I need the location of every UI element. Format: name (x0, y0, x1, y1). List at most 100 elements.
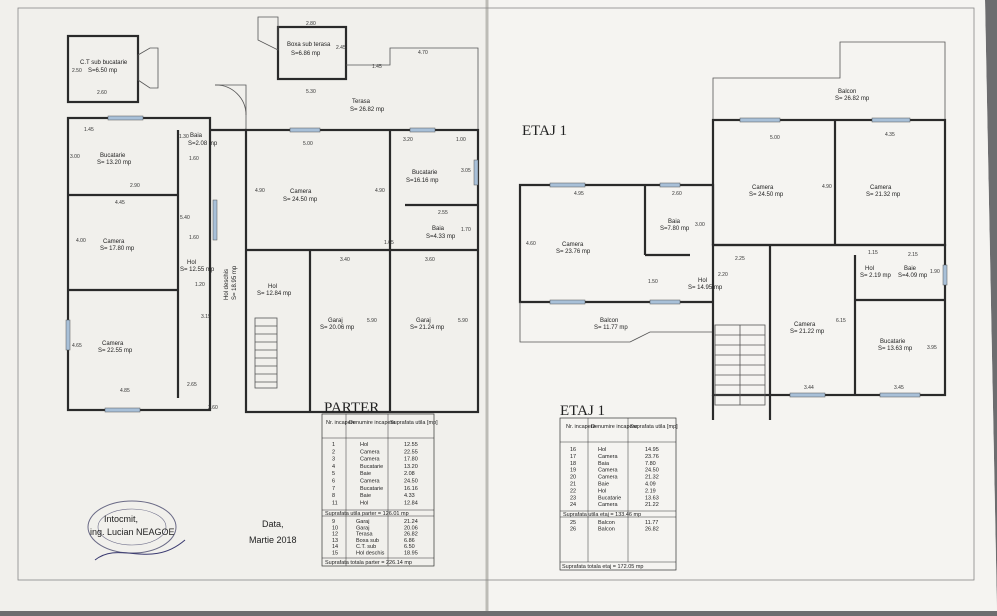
dimension: 4.90 (822, 184, 832, 190)
room-name: Hol (698, 278, 707, 284)
table-cell-nr: 26 (570, 527, 576, 533)
upper-bottom-walls (711, 243, 947, 397)
room-name: Bucatarie (100, 153, 126, 159)
dimension: 5.40 (180, 215, 190, 221)
dimension: 3.00 (70, 154, 80, 160)
dimension: 3.15 (201, 314, 211, 320)
date-label: Data, (262, 519, 284, 529)
room-area: S=16.16 mp (406, 178, 439, 184)
room-name: Camera (752, 185, 774, 191)
room-name: Camera (870, 185, 892, 191)
room-name: Baia (190, 133, 203, 139)
dimension: 5.90 (458, 318, 468, 324)
table-cell-area: 22.55 (404, 449, 418, 455)
dimension: 4.00 (76, 238, 86, 244)
table-cell-name: Hol (360, 442, 368, 448)
room-area: S=4.09 mp (898, 273, 928, 279)
parter-total: Suprafata totala parter = 226.14 mp (325, 560, 412, 566)
dimension: 1.65 (384, 240, 394, 246)
upper-staircase (714, 324, 766, 406)
dimension: 2.20 (718, 272, 728, 278)
room-name: Camera (103, 239, 125, 245)
table-cell-area: 14.95 (645, 447, 659, 453)
room-area: S= 20.06 mp (320, 325, 355, 331)
room-area: S= 24.50 mp (283, 197, 318, 203)
dimension: 4.90 (255, 188, 265, 194)
dimension: 5.90 (367, 318, 377, 324)
dimension: 2.65 (187, 382, 197, 388)
balcony-26-outline (712, 41, 946, 120)
table-cell-nr: 6 (332, 479, 335, 485)
room-area: S= 21.32 mp (866, 192, 901, 198)
table-cell-name: Baie (598, 482, 609, 488)
table-cell-area: 12.55 (404, 442, 418, 448)
etaj-table-title: ETAJ 1 (560, 403, 605, 419)
dimension: 4.35 (885, 132, 895, 138)
table-cell-name: Camera (360, 449, 381, 455)
dimension: 6.15 (836, 318, 846, 324)
dimension: 1.00 (456, 137, 466, 143)
table-cell-area: 11.77 (645, 520, 658, 526)
dimension: 1.70 (461, 227, 471, 233)
table-cell-nr: 8 (332, 493, 335, 499)
room-name: Baie (904, 266, 917, 272)
window (879, 392, 921, 398)
table-cell-name: Camera (360, 479, 381, 485)
table-cell-name: Camera (598, 468, 619, 474)
table-cell-area: 20.06 (404, 525, 418, 531)
table-cell-area: 13.20 (404, 464, 418, 470)
table-cell-area: 18.95 (404, 551, 418, 557)
upper-room-labels: Balcon S= 26.82 mp Camera S= 24.50 mp Ca… (556, 89, 928, 352)
room-name: Boxa sub terasa (287, 42, 331, 48)
room-name: Camera (290, 189, 312, 195)
dimension: 2.55 (438, 210, 448, 216)
etaj-table: Nr. incapere Denumire incapere Suprafata… (559, 417, 678, 571)
boxa-room-walls (276, 25, 348, 81)
stair-arc (214, 84, 247, 116)
table-cell-area: 24.50 (645, 468, 659, 474)
parter-table-title: PARTER (324, 400, 379, 416)
window (473, 159, 479, 186)
table-cell-name: Camera (598, 475, 619, 481)
room-name: Camera (102, 341, 124, 347)
table-cell-nr: 14 (332, 544, 338, 550)
room-area: S= 21.24 mp (410, 325, 445, 331)
room-area: S= 11.77 mp (594, 325, 628, 331)
room-area: S= 13.63 mp (878, 346, 913, 352)
room-area: S=6.86 mp (291, 51, 321, 57)
room-area: S=7.80 mp (660, 226, 690, 232)
table-cell-name: Baia (598, 461, 610, 467)
dimension: 5.00 (770, 135, 780, 141)
table-cell-name: Boxa sub (356, 538, 379, 544)
dimension: 1.45 (84, 127, 94, 133)
table-cell-nr: 15 (332, 551, 338, 557)
dimension: 1.15 (868, 250, 878, 256)
header-nr: Nr. incapere (326, 420, 356, 426)
ground-room-labels: C.T sub bucatarie S=6.50 mp Boxa sub ter… (80, 42, 456, 354)
table-cell-area: 17.80 (404, 457, 418, 463)
paper-right (487, 0, 997, 611)
upper-dimensions: 5.00 4.35 4.95 2.60 4.90 3.00 4.60 2.25 … (526, 132, 940, 391)
table-cell-name: Balcon (598, 520, 615, 526)
table-cell-name: Balcon (598, 527, 615, 533)
table-cell-area: 26.82 (404, 532, 418, 538)
dimension: 3.60 (425, 257, 435, 263)
dimension: 2.60 (97, 90, 107, 96)
dimension: 1.90 (930, 269, 940, 275)
room-area: S=6.50 mp (88, 68, 118, 74)
table-cell-name: Baie (360, 471, 371, 477)
room-area: S= 26.82 mp (350, 107, 385, 113)
room-name: Camera (794, 322, 816, 328)
table-cell-area: 13.63 (645, 495, 659, 501)
table-cell-nr: 18 (570, 461, 576, 467)
dimension: 1.60 (189, 235, 199, 241)
room-area: S= 12.84 mp (257, 291, 292, 297)
dimension: 2.45 (336, 45, 346, 51)
table-cell-nr: 13 (332, 538, 338, 544)
room-area: S= 17.80 mp (100, 246, 135, 252)
table-cell-nr: 16 (570, 447, 576, 453)
table-cell-name: Bucatarie (598, 495, 621, 501)
stamp-intocmit: Intocmit, (104, 514, 138, 524)
table-cell-name: Hol deschis (356, 551, 385, 557)
